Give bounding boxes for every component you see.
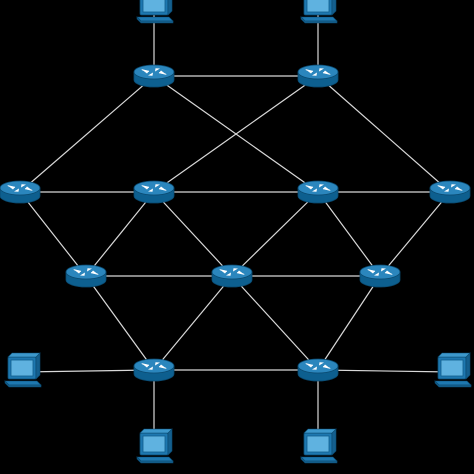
- router-icon[interactable]: [133, 358, 175, 382]
- link-c6-r11: [317, 369, 453, 373]
- computer-icon[interactable]: [4, 352, 42, 388]
- router-icon[interactable]: [297, 180, 339, 204]
- link-r8-r10: [153, 275, 233, 371]
- router-icon[interactable]: [359, 264, 401, 288]
- link-r2-r4: [153, 75, 319, 193]
- computer-icon[interactable]: [136, 0, 174, 24]
- router-icon[interactable]: [297, 358, 339, 382]
- router-icon[interactable]: [133, 180, 175, 204]
- computer-icon[interactable]: [434, 352, 472, 388]
- router-icon[interactable]: [65, 264, 107, 288]
- link-r8-r11: [231, 275, 319, 371]
- router-icon[interactable]: [297, 64, 339, 88]
- link-r9-r11: [317, 275, 381, 371]
- link-r2-r6: [317, 75, 451, 193]
- link-r4-r8: [153, 191, 233, 277]
- computer-icon[interactable]: [300, 0, 338, 24]
- router-icon[interactable]: [211, 264, 253, 288]
- link-r7-r10: [85, 275, 155, 371]
- link-r4-r7: [85, 191, 155, 277]
- link-r1-r3: [19, 75, 155, 193]
- link-r6-r9: [379, 191, 451, 277]
- link-r3-r7: [19, 191, 87, 277]
- router-icon[interactable]: [429, 180, 471, 204]
- link-r5-r9: [317, 191, 381, 277]
- router-icon[interactable]: [0, 180, 41, 204]
- computer-icon[interactable]: [300, 428, 338, 464]
- links-layer: [19, 8, 453, 448]
- nodes-layer: [0, 0, 472, 464]
- computer-icon[interactable]: [136, 428, 174, 464]
- link-c5-r10: [21, 369, 155, 373]
- link-r5-r8: [231, 191, 319, 277]
- router-icon[interactable]: [133, 64, 175, 88]
